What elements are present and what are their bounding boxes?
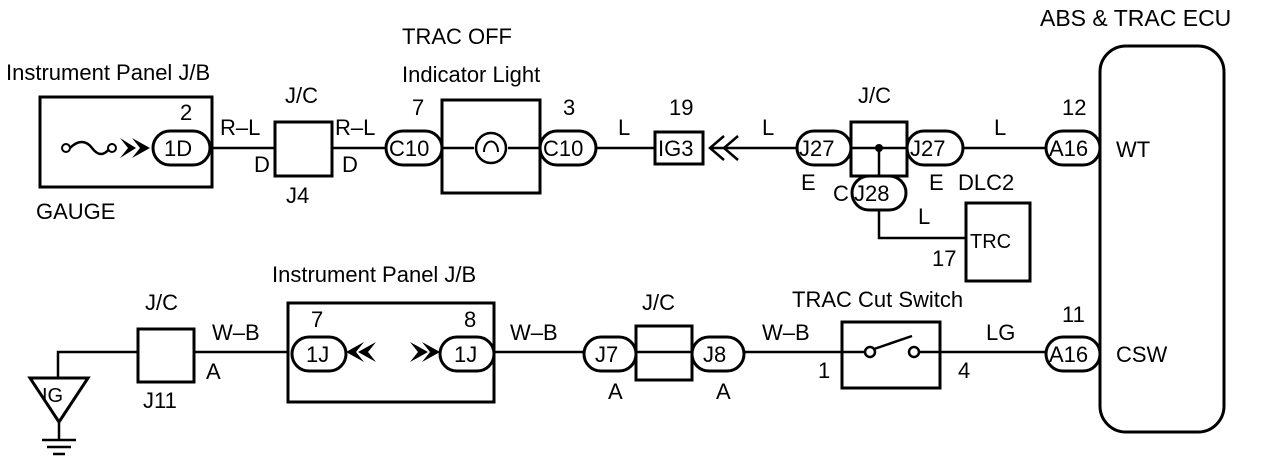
junction-connector-j11: J/C J11 A (136, 290, 221, 413)
dlc2-connector: DLC2 TRC 17 (932, 170, 1032, 283)
ig3-pin-number: 19 (669, 95, 693, 120)
j28-connector: J28 (854, 181, 889, 206)
ecu-csw-pin-number: 11 (1062, 302, 1085, 327)
j27-title: J/C (858, 83, 891, 108)
gauge-connector-1d: 1D (164, 136, 192, 161)
gauge-symbol-wave (69, 140, 111, 156)
j27-left-pin: E (801, 170, 816, 195)
ecu-csw-connector-a16: A16 (1049, 342, 1088, 367)
jb-bottom-left-pin-number: 7 (311, 307, 323, 332)
switch-left-pin: 1 (818, 358, 830, 383)
j8-pin: A (716, 379, 731, 404)
jb-bottom-right-connector-1j: 1J (454, 342, 477, 367)
ig-ground-symbol: IG (27, 350, 138, 456)
instrument-panel-jb-top: Instrument Panel J/B 2 1D GAUGE (6, 60, 214, 224)
jb-bottom-left-connector-1j: 1J (306, 342, 329, 367)
wire-color-j4-to-light: R–L (335, 115, 375, 140)
wire-color-light-to-ig3: L (618, 115, 630, 140)
ecu-title: ABS & TRAC ECU (1040, 5, 1231, 31)
trac-cut-switch-title: TRAC Cut Switch (792, 287, 963, 312)
trac-off-indicator-light: TRAC OFF Indicator Light 7 C10 3 C10 (384, 24, 598, 195)
j27-right-connector: J27 (910, 136, 945, 161)
j4-title: J/C (285, 83, 318, 108)
gauge-pin-number: 2 (180, 100, 192, 125)
connector-arrow-left-icon (358, 342, 376, 362)
connector-ig3: 19 IG3 (653, 95, 739, 166)
j11-name: J11 (143, 388, 177, 413)
wire-color-gauge-to-j4: R–L (220, 115, 260, 140)
wire-color-ig-to-jb: W–B (212, 320, 260, 345)
switch-right-pin: 4 (958, 358, 970, 383)
ecu-terminal-csw: CSW (1116, 342, 1168, 367)
instrument-panel-jb-bottom: Instrument Panel J/B 7 1J 8 1J (272, 262, 496, 404)
gauge-symbol (61, 143, 71, 153)
abs-trac-ecu: ABS & TRAC ECU WT CSW (1040, 5, 1231, 434)
trac-off-right-pin-number: 3 (563, 95, 575, 120)
trac-off-left-pin-number: 7 (412, 95, 424, 120)
junction-connector-j4: J/C D D J4 (254, 83, 358, 208)
jb-bottom-right-pin-number: 8 (464, 307, 476, 332)
j11-pin: A (206, 359, 221, 384)
j7-connector: J7 (595, 342, 618, 367)
j11-title: J/C (145, 290, 178, 315)
dlc2-title: DLC2 (958, 170, 1014, 195)
wire-color-switch-to-ecu: LG (986, 320, 1015, 345)
junction-connector-j7-j8: J/C J7 J8 A A (582, 290, 746, 404)
trac-off-left-connector-c10: C10 (389, 136, 429, 161)
trac-cut-switch: TRAC Cut Switch 1 4 (792, 287, 970, 390)
j8-connector: J8 (703, 342, 726, 367)
ecu-wt-connector-a16: A16 (1049, 136, 1088, 161)
j7-j8-title: J/C (642, 290, 675, 315)
instrument-panel-jb-top-title: Instrument Panel J/B (6, 60, 210, 85)
wire-color-jb-to-j7: W–B (510, 320, 558, 345)
j27-right-pin: E (929, 170, 944, 195)
j4-right-pin: D (342, 152, 358, 177)
ecu-terminal-wt: WT (1116, 137, 1150, 162)
j7-pin: A (608, 379, 623, 404)
ig3-label: IG3 (658, 136, 693, 161)
j4-left-pin: D (254, 152, 270, 177)
trac-off-title-line2: Indicator Light (402, 62, 540, 87)
dlc2-terminal-trc: TRC (970, 231, 1011, 253)
trac-off-title-line1: TRAC OFF (402, 24, 512, 49)
ig-label: IG (42, 385, 63, 407)
j27-left-connector: J27 (799, 136, 834, 161)
gauge-label: GAUGE (36, 199, 115, 224)
trac-off-right-connector-c10: C10 (543, 136, 583, 161)
junction-connector-j27-j28: J/C J27 J27 E E J28 C (795, 83, 965, 212)
wire-color-ig3-to-j27: L (762, 115, 774, 140)
bulb-icon (474, 131, 508, 165)
dlc2-pin-number: 17 (932, 246, 956, 271)
j28-pin: C (833, 181, 849, 206)
ecu-connector-csw: 11 A16 (1044, 302, 1102, 373)
instrument-panel-jb-bottom-title: Instrument Panel J/B (272, 262, 476, 287)
wire-color-j28-to-dlc2: L (918, 204, 930, 229)
ecu-wt-pin-number: 12 (1062, 95, 1086, 120)
connector-arrow-right-icon (410, 342, 428, 362)
j4-name: J4 (286, 183, 309, 208)
wire-color-j8-to-switch: W–B (762, 320, 810, 345)
ecu-connector-wt: 12 A16 (1044, 95, 1102, 167)
wire-color-j27-to-ecu: L (994, 115, 1006, 140)
connector-arrow-icon (120, 138, 136, 158)
